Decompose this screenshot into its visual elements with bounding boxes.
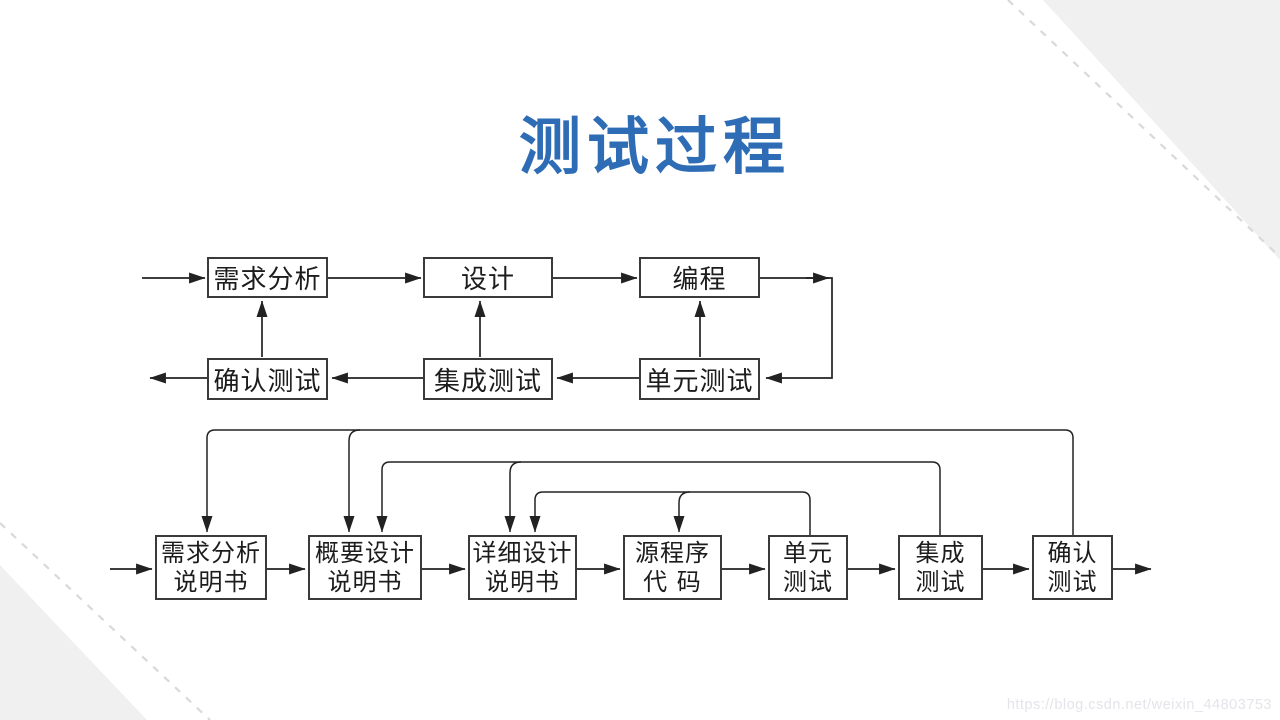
flow-box-label: 设计 xyxy=(460,265,515,295)
doc-box-line1: 概要设计 xyxy=(315,538,415,567)
doc-box-source-code: 源程序 代 码 xyxy=(623,535,722,600)
doc-box-line2: 说明书 xyxy=(173,567,249,596)
doc-box-line2: 代 码 xyxy=(643,567,702,596)
watermark-url: https://blog.csdn.net/weixin_44803753 xyxy=(1006,697,1272,713)
stage-box-line1: 单元 xyxy=(783,538,833,567)
stage-box-line2: 测试 xyxy=(1047,567,1098,596)
flow-box-label: 编程 xyxy=(672,265,727,295)
doc-box-detailed-design-spec: 详细设计 说明书 xyxy=(468,535,577,600)
flow-box-label: 确认测试 xyxy=(213,366,322,397)
flow-box-label: 需求分析 xyxy=(213,265,322,295)
bottom-flow-feedback-lines xyxy=(201,429,1074,535)
top-flow-connectors xyxy=(142,272,833,384)
flow-box-acceptance-testing: 确认测试 xyxy=(207,358,328,400)
flow-box-programming: 编程 xyxy=(639,257,760,298)
doc-box-line2: 说明书 xyxy=(327,567,403,596)
doc-box-line2: 说明书 xyxy=(485,567,560,596)
flow-box-label: 集成测试 xyxy=(433,366,542,397)
doc-box-line1: 源程序 xyxy=(635,538,710,567)
corner-decoration-bottom-left xyxy=(0,522,211,720)
doc-box-requirements-spec: 需求分析 说明书 xyxy=(155,535,267,600)
flow-box-label: 单元测试 xyxy=(645,366,754,397)
stage-box-line1: 确认 xyxy=(1047,538,1098,567)
corner-decoration-top-right xyxy=(1007,0,1280,260)
doc-box-line1: 详细设计 xyxy=(472,538,573,567)
stage-box-line2: 测试 xyxy=(783,567,833,596)
doc-box-line1: 需求分析 xyxy=(161,538,261,567)
flow-box-integration-testing: 集成测试 xyxy=(423,358,553,400)
flow-box-requirements-analysis: 需求分析 xyxy=(207,257,328,298)
stage-box-line1: 集成 xyxy=(915,538,966,567)
flow-box-design: 设计 xyxy=(423,257,553,298)
slide-title: 测试过程 xyxy=(518,113,791,182)
flow-box-unit-testing: 单元测试 xyxy=(639,358,760,400)
stage-box-integration-test: 集成 测试 xyxy=(898,535,983,600)
stage-box-line2: 测试 xyxy=(915,567,966,596)
stage-box-acceptance-test: 确认 测试 xyxy=(1032,535,1113,600)
stage-box-unit-test: 单元 测试 xyxy=(768,535,848,600)
doc-box-outline-design-spec: 概要设计 说明书 xyxy=(308,535,422,600)
